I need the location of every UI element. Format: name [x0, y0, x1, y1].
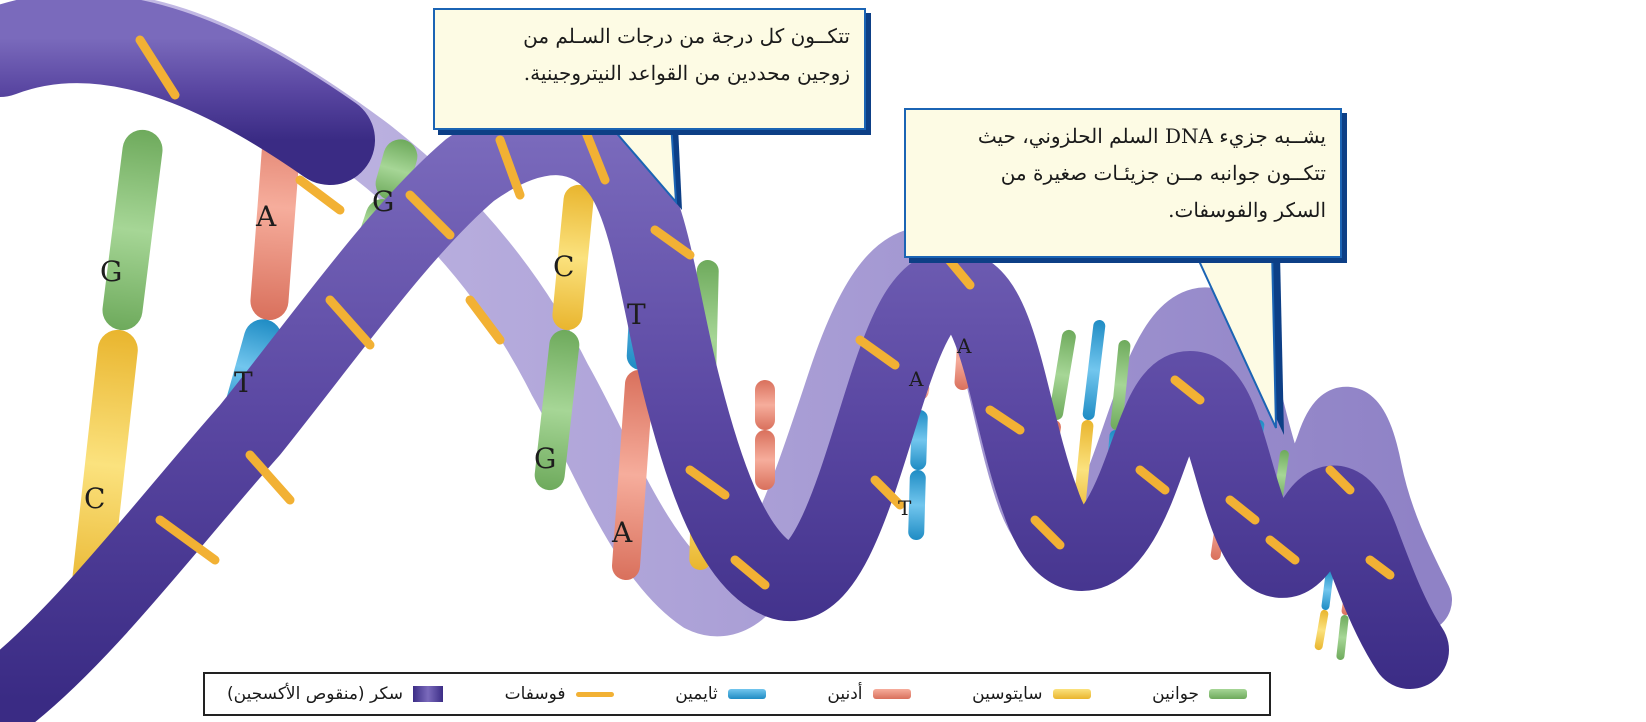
- legend-label-guanine: جوانين: [1152, 684, 1199, 704]
- base-label-thymine: T: [898, 496, 912, 520]
- phosphate-stripe: [155, 515, 220, 565]
- base-label-guanine: G: [534, 442, 557, 475]
- legend-label-sugar: سكر (منقوص الأكسجين): [227, 684, 403, 704]
- legend-label-thymine: ثايمين: [675, 684, 718, 704]
- legend-label-phosphate: فوسفات: [504, 684, 566, 704]
- base-label-thymine: T: [627, 298, 646, 331]
- phosphate-stripe: [295, 175, 345, 215]
- sugar-swatch-icon: [412, 686, 443, 702]
- base-label-adenine: A: [957, 334, 972, 358]
- base-label-adenine: A: [256, 200, 277, 233]
- base-pair-top-half: [755, 380, 775, 430]
- phosphate-stripe: [1225, 495, 1260, 525]
- callout-backbone-line2: تتكــون جوانبه مــن جزيئـات صغيرة من: [1000, 161, 1326, 185]
- base-pair-top-half: [1321, 569, 1334, 611]
- base-pair-top-half: [552, 184, 594, 331]
- base-pair-bottom-half: [534, 329, 580, 491]
- base-pair-bottom-half: [611, 369, 654, 581]
- phosphate-stripe: [985, 405, 1025, 435]
- base-pair-bottom-half: [1336, 614, 1349, 661]
- phosphate-swatch-icon: [575, 687, 614, 701]
- phosphate-stripe: [1030, 515, 1065, 550]
- base-label-thymine: T: [234, 366, 253, 399]
- phosphate-stripe: [1365, 555, 1395, 580]
- phosphate-stripe: [730, 555, 770, 590]
- base-label-adenine: A: [612, 516, 633, 549]
- callout-backbone: يشــبه جزيء DNA السلم الحلزوني، حيث تتكـ…: [904, 108, 1342, 258]
- phosphate-stripe: [685, 465, 730, 500]
- base-label-cytosine: C: [84, 482, 106, 515]
- phosphate-stripe: [245, 450, 295, 505]
- cytosine-swatch-icon: [1052, 687, 1091, 701]
- base-pair-bottom-half: [72, 329, 138, 601]
- phosphate-stripe: [870, 475, 905, 510]
- legend-item-cytosine: سايتوسين: [972, 684, 1091, 704]
- legend-label-adenine: أدنين: [827, 684, 863, 704]
- legend-item-adenine: أدنين: [827, 684, 911, 704]
- adenine-swatch-icon: [872, 687, 911, 701]
- callout-base-pairs: تتكــون كل درجة من درجات السـلم من زوجين…: [433, 8, 866, 130]
- phosphate-stripe: [580, 125, 610, 185]
- phosphate-stripe: [465, 295, 505, 345]
- phosphate-stripe: [1325, 465, 1355, 495]
- phosphate-stripe: [405, 190, 455, 240]
- base-label-guanine: G: [100, 255, 123, 288]
- base-pair-top-half: [1110, 339, 1131, 431]
- phosphate-stripe: [1265, 535, 1300, 565]
- base-pair-top-half: [102, 129, 163, 331]
- legend-item-phosphate: فوسفات: [505, 684, 614, 704]
- phosphate-stripe: [325, 295, 375, 350]
- thymine-swatch-icon: [727, 687, 766, 701]
- base-label-adenine: A: [909, 367, 924, 391]
- guanine-swatch-icon: [1209, 687, 1247, 701]
- phosphate-stripe: [135, 35, 180, 100]
- callout-backbone-line1: يشــبه جزيء DNA السلم الحلزوني، حيث: [977, 124, 1326, 148]
- base-label-cytosine: C: [553, 250, 575, 283]
- callout-backbone-line3: السكر والفوسفات.: [1168, 198, 1326, 222]
- phosphate-stripe: [495, 135, 525, 200]
- base-pair-bottom-half: [908, 469, 926, 541]
- base-label-guanine: G: [372, 185, 395, 218]
- legend-item-thymine: ثايمين: [675, 684, 766, 704]
- callout-base-pairs-line1: تتكــون كل درجة من درجات السـلم من: [523, 24, 850, 48]
- base-pair-top-half: [1049, 329, 1076, 421]
- phosphate-stripe: [1135, 465, 1170, 495]
- legend-item-guanine: جوانين: [1152, 684, 1247, 704]
- legend-item-sugar: سكر (منقوص الأكسجين): [227, 684, 443, 704]
- callout-base-pairs-line2: زوجين محددين من القواعد النيتروجينية.: [523, 61, 850, 85]
- legend-label-cytosine: سايتوسين: [972, 684, 1043, 704]
- base-pair-bottom-half: [755, 430, 775, 490]
- base-pair-top-half: [1082, 319, 1106, 421]
- base-pair-bottom-half: [1314, 609, 1329, 651]
- phosphate-stripes: [135, 35, 1395, 590]
- phosphate-stripe: [940, 250, 975, 290]
- phosphate-stripe: [650, 225, 695, 260]
- color-legend: جوانين سايتوسين أدنين ثايمين فوسفات سكر …: [203, 672, 1271, 716]
- phosphate-stripe: [855, 335, 900, 370]
